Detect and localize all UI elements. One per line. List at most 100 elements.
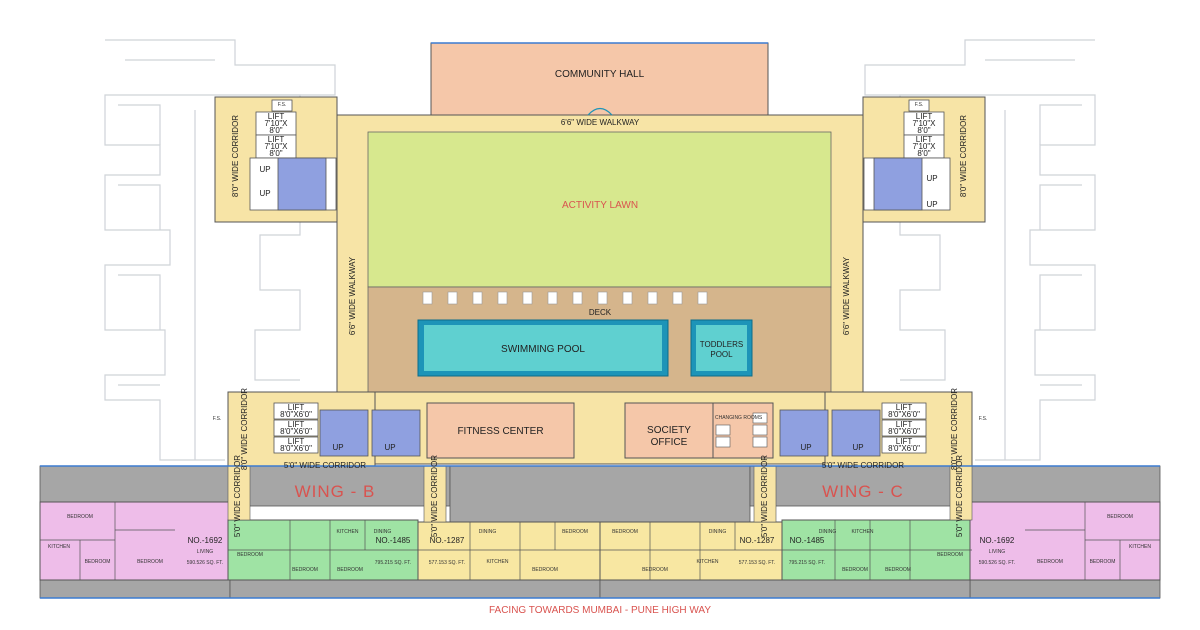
right-walkway-label: 6'6" WIDE WALKWAY <box>842 256 851 336</box>
flat-number: NO.-1485 <box>375 536 411 545</box>
lift-label: LIFT <box>287 437 305 446</box>
fs-label-top-right: F.S. <box>914 102 924 108</box>
lift-size: 8'0"X6'0" <box>280 444 312 453</box>
flat-number: NO.-1485 <box>789 536 825 545</box>
fitness-center-label: FITNESS CENTER <box>457 426 544 437</box>
society-office <box>624 402 714 459</box>
fs-label-bottom-right: F.S. <box>978 416 988 422</box>
stair-up-label: UP <box>852 443 864 452</box>
lift-label: LIFT <box>915 112 933 121</box>
room-label: BEDROOM <box>842 567 868 573</box>
left-walkway-label: 6'6" WIDE WALKWAY <box>348 256 357 336</box>
top-lift-shafts <box>255 99 945 159</box>
changing-rooms-label: CHANGING ROOMS <box>715 415 763 421</box>
room-label: BEDROOM <box>1107 514 1133 520</box>
flat-area: 795.215 SQ. FT. <box>374 560 412 566</box>
fs-label-bottom-left: F.S. <box>212 416 222 422</box>
lift-size: 8'0"X6'0" <box>280 427 312 436</box>
lift-size: 7'10"X <box>912 119 936 128</box>
flat-1287-left-shape <box>417 521 601 581</box>
right-horizontal-corridor-label: 5'0" WIDE CORRIDOR <box>821 461 905 470</box>
lift-size: 8'0" <box>917 126 931 135</box>
room-label: BEDROOM <box>67 514 93 520</box>
mid-right-vertical-corridor-label: 5'0" WIDE CORRIDOR <box>760 454 769 538</box>
flat-area: 577.153 SQ. FT. <box>738 560 776 566</box>
lift-size: 8'0" <box>269 126 283 135</box>
flat-area: 577.153 SQ. FT. <box>428 560 466 566</box>
right-upper-corridor-label: 8'0" WIDE CORRIDOR <box>959 114 968 198</box>
lift-label: LIFT <box>895 403 913 412</box>
room-label: BEDROOM <box>937 552 963 558</box>
flat-area: 795.215 SQ. FT. <box>788 560 826 566</box>
room-label: BEDROOM <box>84 559 111 565</box>
deck-label: DECK <box>588 308 612 317</box>
room-label: DINING <box>373 529 392 535</box>
mid-left-vertical-corridor-label: 5'0" WIDE CORRIDOR <box>430 454 439 538</box>
room-label: BEDROOM <box>137 559 163 565</box>
room-label: KITCHEN <box>48 544 70 550</box>
lift-size: 8'0" <box>917 149 931 158</box>
room-partitions <box>40 502 1160 580</box>
room-label: BEDROOM <box>532 567 558 573</box>
left-upper-corridor-label: 8'0" WIDE CORRIDOR <box>231 114 240 198</box>
flat-area: 590.526 SQ. FT. <box>186 560 224 566</box>
room-label: BEDROOM <box>642 567 668 573</box>
flat-1287-right-shape <box>599 521 783 581</box>
flat-1692-left-shape <box>39 501 231 581</box>
room-label: DINING <box>818 529 837 535</box>
room-label: KITCHEN <box>1129 544 1151 550</box>
stair-up-label: UP <box>384 443 396 452</box>
flat-number: NO.-1287 <box>429 536 465 545</box>
wing-b-label: WING - B <box>294 482 376 501</box>
top-walkway-label: 6'6" WIDE WALKWAY <box>560 118 640 127</box>
flat-number: NO.-1287 <box>739 536 775 545</box>
hall-entrance <box>587 107 613 116</box>
room-label: LIVING <box>196 549 214 555</box>
room-label: KITCHEN <box>851 529 874 535</box>
lift-label: LIFT <box>287 403 305 412</box>
room-label: DINING <box>708 529 727 535</box>
lift-size: 8'0"X6'0" <box>888 444 920 453</box>
facing-highway-label: FACING TOWARDS MUMBAI - PUNE HIGH WAY <box>488 605 712 616</box>
room-label: BEDROOM <box>1089 559 1116 565</box>
room-label: LIVING <box>988 549 1006 555</box>
room-label: BEDROOM <box>562 529 588 535</box>
stair-up-label: UP <box>332 443 344 452</box>
swimming-pool-label: SWIMMING POOL <box>501 344 585 355</box>
room-label: KITCHEN <box>696 559 719 565</box>
room-label: BEDROOM <box>885 567 911 573</box>
room-label: BEDROOM <box>237 552 263 558</box>
lift-label: LIFT <box>915 135 933 144</box>
activity-lawn-label: ACTIVITY LAWN <box>561 200 639 211</box>
right-vertical-corridor-label: 5'0" WIDE CORRIDOR <box>955 454 964 538</box>
lift-label: LIFT <box>267 135 285 144</box>
flat-number: NO.-1692 <box>187 536 223 545</box>
lift-label: LIFT <box>895 437 913 446</box>
room-label: KITCHEN <box>486 559 509 565</box>
room-label: BEDROOM <box>612 529 638 535</box>
room-label: BEDROOM <box>337 567 363 573</box>
top-staircases <box>249 157 951 211</box>
lift-size: 8'0"X6'0" <box>280 410 312 419</box>
lift-label: LIFT <box>895 420 913 429</box>
lift-size: 8'0"X6'0" <box>888 410 920 419</box>
room-label: DINING <box>478 529 497 535</box>
lift-size: 8'0"X6'0" <box>888 427 920 436</box>
lift-label: LIFT <box>287 420 305 429</box>
fs-label-top-left: F.S. <box>277 102 287 108</box>
activity-lawn <box>367 131 832 288</box>
lift-size: 7'10"X <box>912 142 936 151</box>
toddlers-pool-label: TODDLERS POOL <box>699 340 744 359</box>
room-label: BEDROOM <box>1037 559 1063 565</box>
flat-1692-right-shape <box>969 501 1161 581</box>
fitness-center <box>426 402 575 459</box>
flat-area: 590.526 SQ. FT. <box>978 560 1016 566</box>
lift-label: LIFT <box>267 112 285 121</box>
left-vertical-corridor-label: 5'0" WIDE CORRIDOR <box>233 454 242 538</box>
flat-number: NO.-1692 <box>979 536 1015 545</box>
room-label: BEDROOM <box>292 567 318 573</box>
community-hall-label: COMMUNITY HALL <box>554 69 645 80</box>
left-lower-corridor-label: 8'0" WIDE CORRIDOR <box>240 387 249 471</box>
lift-size: 8'0" <box>269 149 283 158</box>
